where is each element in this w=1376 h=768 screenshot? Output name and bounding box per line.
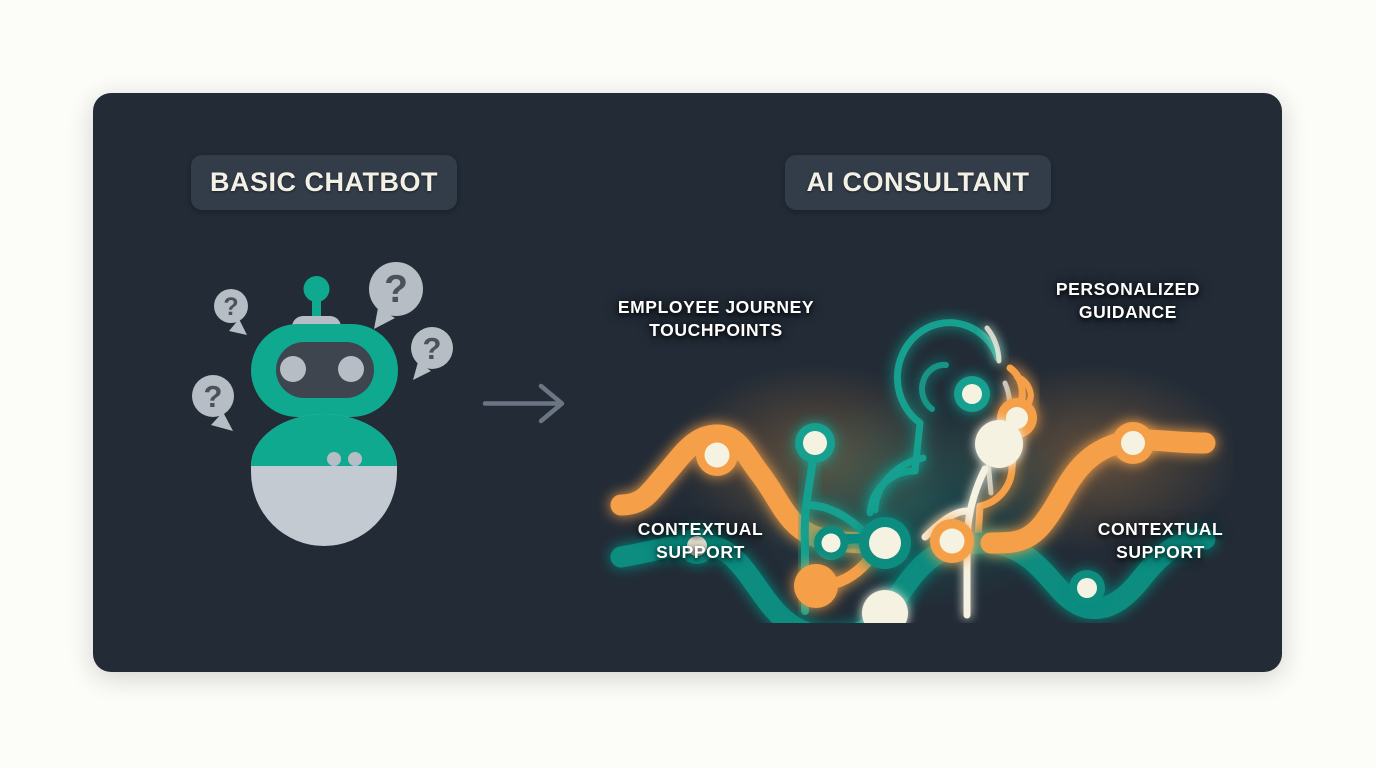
node-orange-hub — [930, 519, 974, 563]
robot-body-light-left — [327, 452, 341, 466]
node-guidance-right — [1112, 422, 1154, 464]
basic-chatbot-title-text: BASIC CHATBOT — [210, 167, 438, 197]
node-head-temple — [954, 376, 990, 412]
robot-eye-right — [338, 356, 364, 382]
robot-head — [251, 324, 398, 417]
bubble-lower-left: ? — [192, 375, 234, 431]
robot-body-light-right — [348, 452, 362, 466]
chatbot-robot-icon: ? ? ? ? — [192, 262, 453, 546]
network-nodes — [679, 376, 1154, 623]
svg-text:?: ? — [204, 379, 223, 414]
robot-eye-left — [280, 356, 306, 382]
comparison-card: BASIC CHATBOT AI CONSULTANT — [93, 93, 1282, 672]
node-cream-bottom — [862, 590, 908, 623]
node-support-left — [679, 528, 715, 564]
node-strand-top — [795, 423, 835, 463]
node-central-hub — [859, 517, 911, 569]
node-hub-left — [814, 526, 848, 560]
basic-chatbot-title-pill: BASIC CHATBOT — [191, 155, 457, 210]
ai-network-diagram — [610, 319, 1233, 623]
node-support-right — [1069, 570, 1105, 606]
node-journey-peak — [696, 434, 738, 476]
ai-consultant-title-pill: AI CONSULTANT — [785, 155, 1051, 210]
node-large-cream — [975, 420, 1023, 468]
arrow-right-icon — [483, 383, 565, 424]
bubble-upper-left: ? — [214, 289, 248, 335]
svg-text:?: ? — [384, 268, 408, 311]
svg-text:?: ? — [423, 331, 442, 366]
bubble-top-right: ? — [369, 262, 423, 329]
node-orange-solid — [794, 564, 838, 608]
robot-body — [251, 414, 397, 546]
ai-consultant-title-text: AI CONSULTANT — [806, 167, 1030, 197]
svg-text:?: ? — [223, 293, 238, 321]
bubble-mid-right: ? — [411, 327, 453, 380]
human-figure-outline — [866, 319, 1034, 542]
